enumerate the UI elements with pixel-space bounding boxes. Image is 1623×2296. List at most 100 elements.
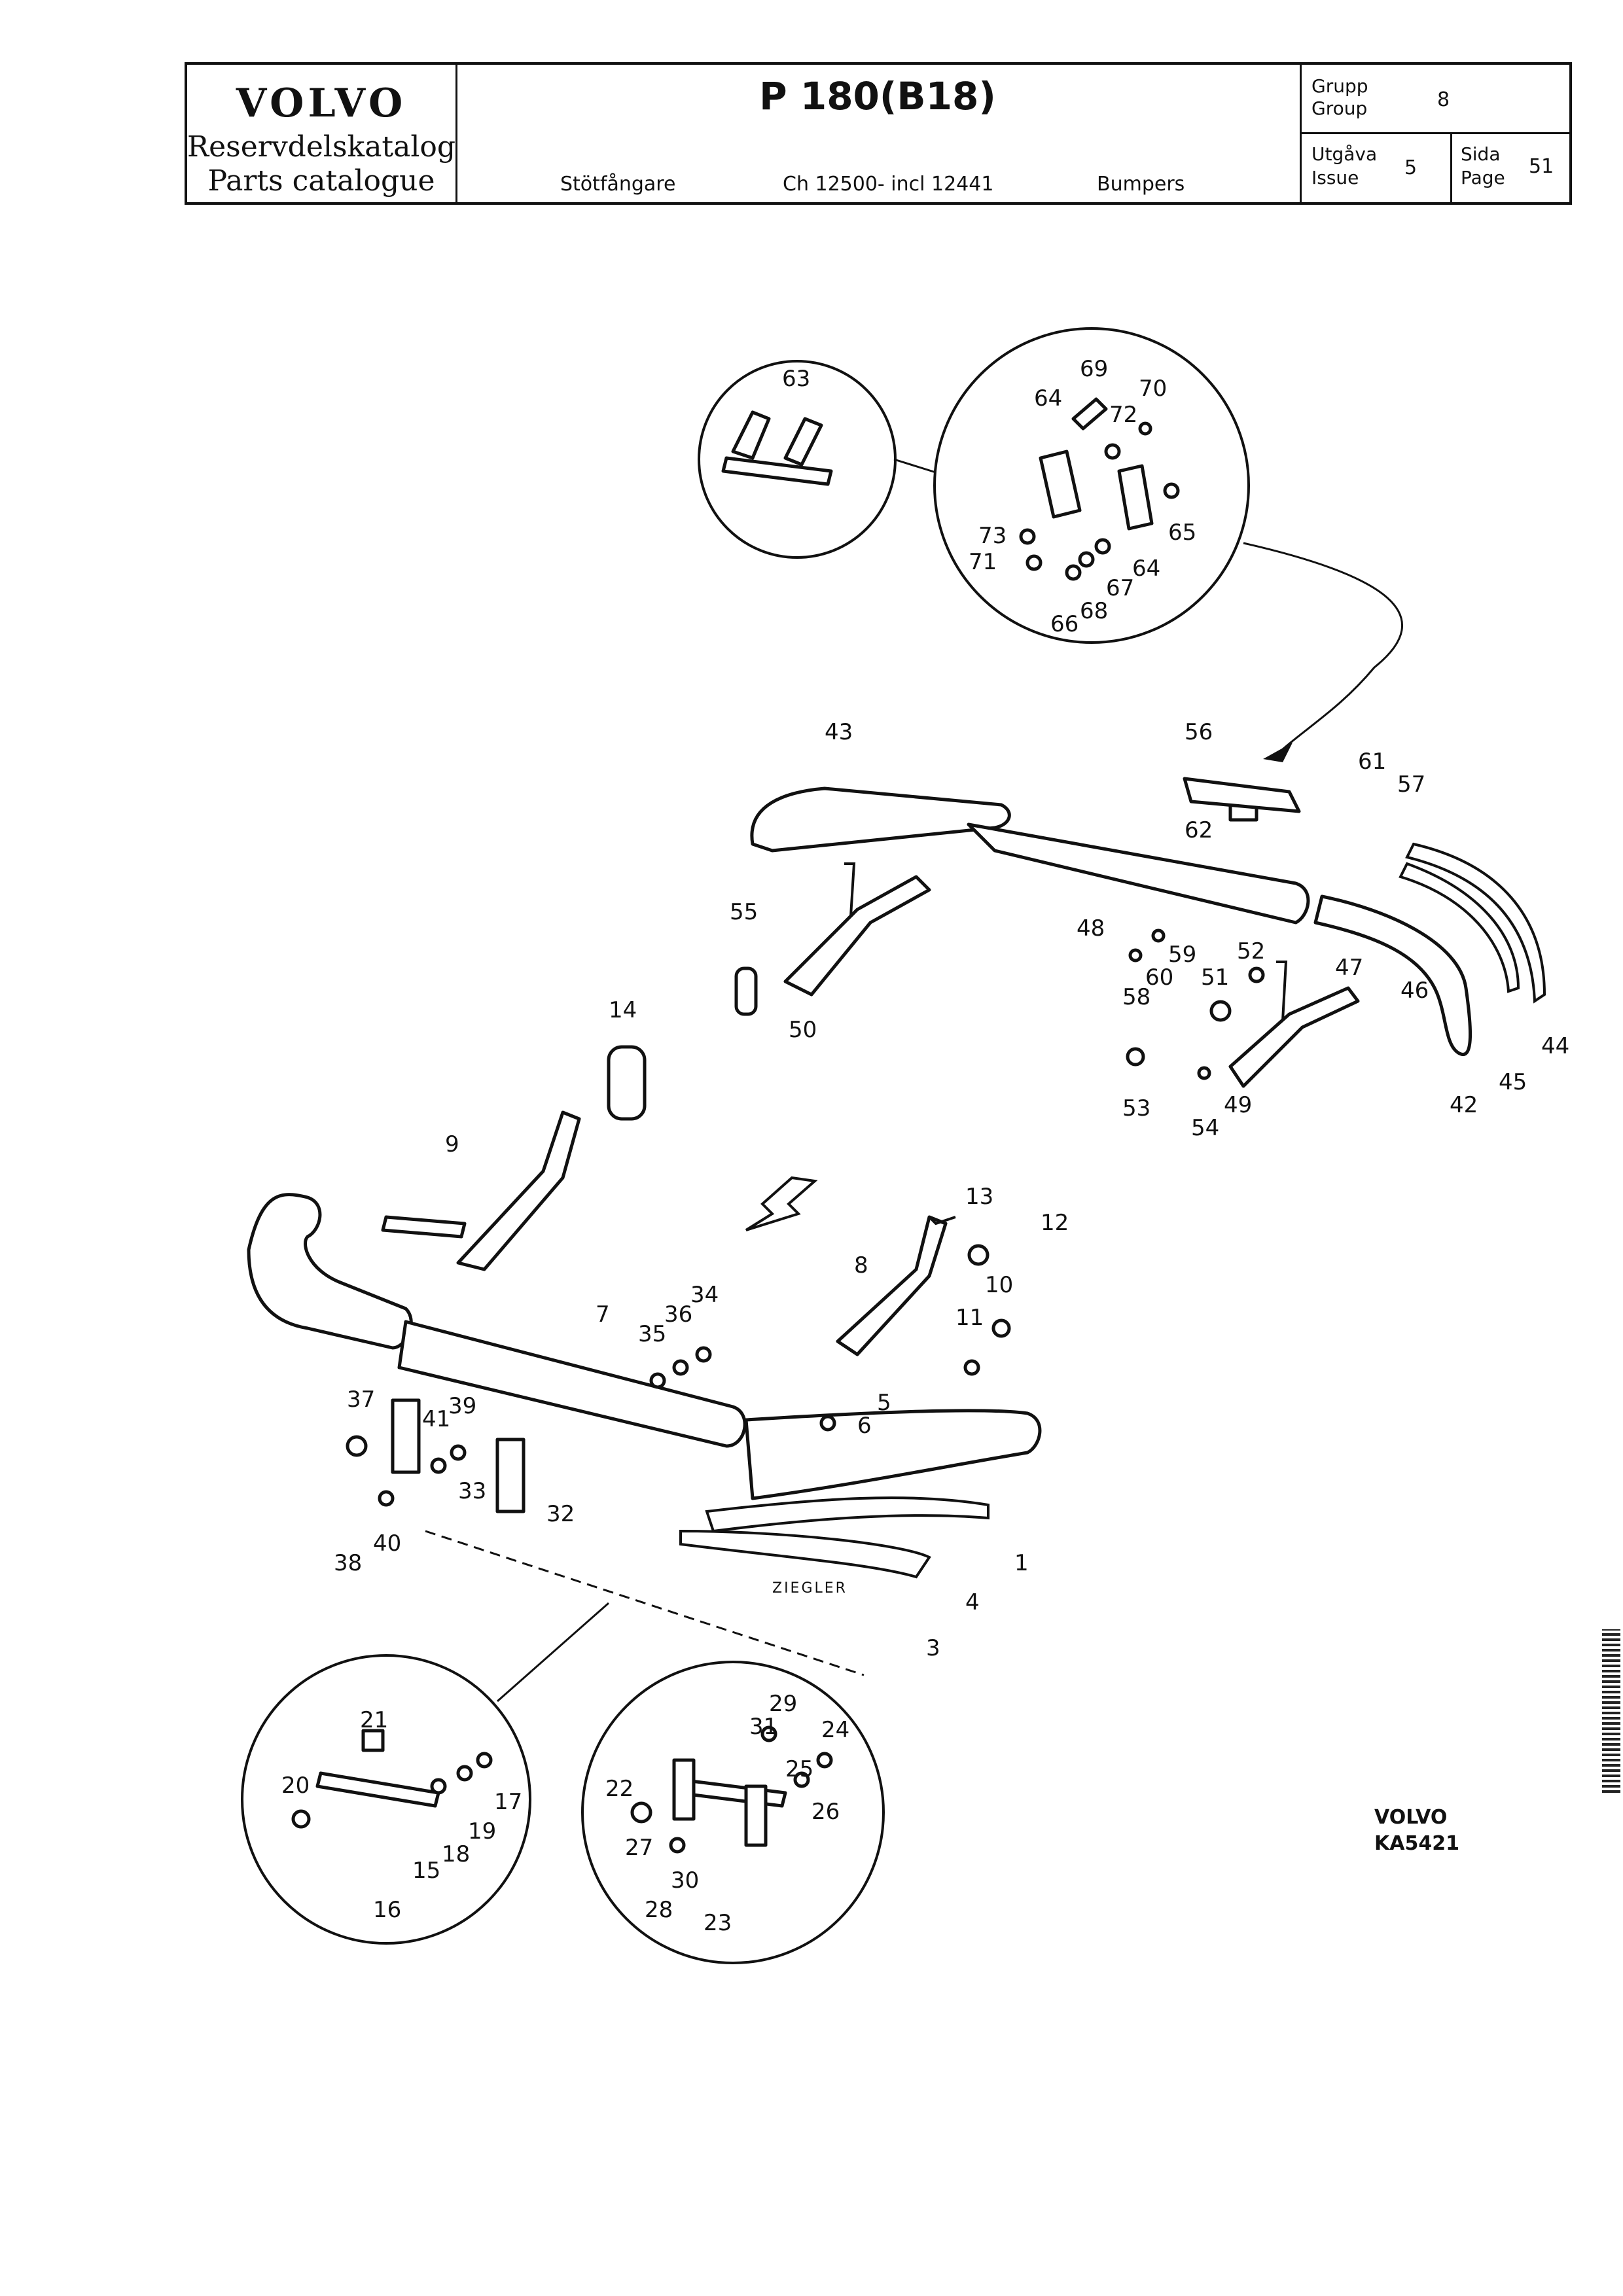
callout-label: 54 <box>1191 1115 1219 1141</box>
callout-label: 34 <box>690 1282 719 1308</box>
section-title-en: Bumpers <box>1097 173 1185 196</box>
callout-label: 42 <box>1450 1092 1478 1118</box>
group-value: 8 <box>1437 88 1450 111</box>
callout-label: 32 <box>546 1501 575 1527</box>
callout-label: 23 <box>704 1910 732 1936</box>
header-divider <box>1450 132 1452 202</box>
direction-arrow-icon <box>745 1176 818 1231</box>
rear-bumper-bar <box>967 822 1310 925</box>
callout-label: 30 <box>671 1867 699 1894</box>
callout-label: 27 <box>625 1835 653 1861</box>
callout-label: 67 <box>1106 575 1134 601</box>
front-bumper-right <box>744 1409 1042 1500</box>
page-label-en: Page <box>1461 167 1505 188</box>
page-label-sv: Sida <box>1461 143 1501 165</box>
footer-maker: VOLVO <box>1374 1806 1448 1829</box>
callout-label: 52 <box>1237 938 1265 964</box>
callout-label: 12 <box>1041 1210 1069 1236</box>
section-title-sv: Stötfångare <box>560 173 676 196</box>
callout-label: 13 <box>965 1184 993 1210</box>
callout-label: 14 <box>609 997 637 1023</box>
callout-label: 49 <box>1224 1092 1252 1118</box>
detail-connector-line <box>1243 542 1403 751</box>
callout-label: 73 <box>978 523 1007 549</box>
callout-label: 57 <box>1397 771 1425 798</box>
header-divider <box>455 65 457 202</box>
callout-label: 22 <box>605 1776 633 1802</box>
callout-label: 61 <box>1358 749 1386 775</box>
group-label-en: Group <box>1311 97 1368 119</box>
callout-label: 40 <box>373 1530 401 1557</box>
page-edge-tab <box>1602 1629 1620 1793</box>
chassis-range: Ch 12500- incl 12441 <box>783 173 994 196</box>
callout-label: 65 <box>1168 520 1196 546</box>
callout-label: 29 <box>769 1691 797 1717</box>
callout-label: 33 <box>458 1478 486 1504</box>
callout-label: 51 <box>1201 964 1229 991</box>
callout-label: 15 <box>412 1858 440 1884</box>
front-bumper-bar <box>397 1320 747 1448</box>
callout-label: 7 <box>596 1301 610 1328</box>
callout-label: 55 <box>730 899 758 925</box>
callout-label: 72 <box>1109 402 1137 428</box>
header-divider <box>1300 132 1569 134</box>
callout-label: 56 <box>1185 719 1213 745</box>
catalog-header: VOLVO Reservdelskatalog Parts catalogue … <box>185 62 1572 205</box>
issue-label-en: Issue <box>1311 167 1359 188</box>
callout-label: 5 <box>877 1390 891 1416</box>
callout-labels: 1 3 4 5 6 7 8 9 10 11 12 13 14 15 16 17 … <box>281 356 1569 1936</box>
issue-label-sv: Utgåva <box>1311 143 1378 165</box>
callout-label: 70 <box>1139 376 1167 402</box>
rear-bumper-right <box>1313 894 1472 1056</box>
callout-label: 8 <box>854 1252 868 1279</box>
callout-label: 69 <box>1080 356 1108 382</box>
callout-label: 48 <box>1077 915 1105 942</box>
page-value: 51 <box>1529 155 1554 178</box>
callout-label: 41 <box>422 1406 450 1432</box>
callout-label: 20 <box>281 1773 310 1799</box>
callout-label: 58 <box>1122 984 1150 1010</box>
callout-label: 43 <box>825 719 853 745</box>
callout-label: 66 <box>1050 611 1079 637</box>
callout-label: 50 <box>789 1017 817 1043</box>
callout-label: 25 <box>785 1756 813 1782</box>
detail-circle-left <box>241 1654 531 1945</box>
callout-label: 3 <box>926 1635 940 1661</box>
front-bumper-left <box>247 1193 413 1350</box>
callout-label: 38 <box>334 1550 362 1576</box>
callout-label: 9 <box>445 1131 459 1157</box>
callout-label: 59 <box>1168 942 1196 968</box>
callout-label: 16 <box>373 1897 401 1923</box>
brand-logo: VOLVO <box>236 80 407 126</box>
catalog-title-en: Parts catalogue <box>207 164 435 198</box>
callout-label: 21 <box>360 1707 388 1733</box>
group-label-sv: Grupp <box>1311 75 1368 97</box>
callout-label: 17 <box>494 1789 522 1815</box>
callout-label: 62 <box>1185 817 1213 843</box>
callout-label: 35 <box>638 1321 666 1347</box>
callout-label: 64 <box>1132 556 1160 582</box>
callout-label: 63 <box>782 366 810 392</box>
model-title: P 180(B18) <box>759 74 996 118</box>
callout-label: 19 <box>468 1818 496 1845</box>
callout-label: 18 <box>442 1841 470 1867</box>
callout-label: 6 <box>857 1413 872 1439</box>
callout-label: 11 <box>955 1305 984 1331</box>
detail-circle-fasteners <box>933 327 1250 644</box>
arrow-icon <box>1263 743 1293 762</box>
callout-label: 31 <box>749 1714 777 1740</box>
callout-label: 36 <box>664 1301 692 1328</box>
callout-label: 60 <box>1145 964 1173 991</box>
callout-label: 46 <box>1400 978 1429 1004</box>
callout-label: 71 <box>969 549 997 575</box>
callout-label: 53 <box>1122 1095 1150 1122</box>
callout-label: 4 <box>965 1589 980 1616</box>
callout-label: 68 <box>1080 598 1108 624</box>
callout-label: 24 <box>821 1717 849 1743</box>
callout-label: 1 <box>1014 1550 1029 1576</box>
callout-label: 10 <box>985 1272 1013 1298</box>
callout-label: 28 <box>645 1897 673 1923</box>
callout-label: 44 <box>1541 1033 1569 1059</box>
callout-label: 45 <box>1499 1069 1527 1095</box>
callout-label: 26 <box>812 1799 840 1825</box>
